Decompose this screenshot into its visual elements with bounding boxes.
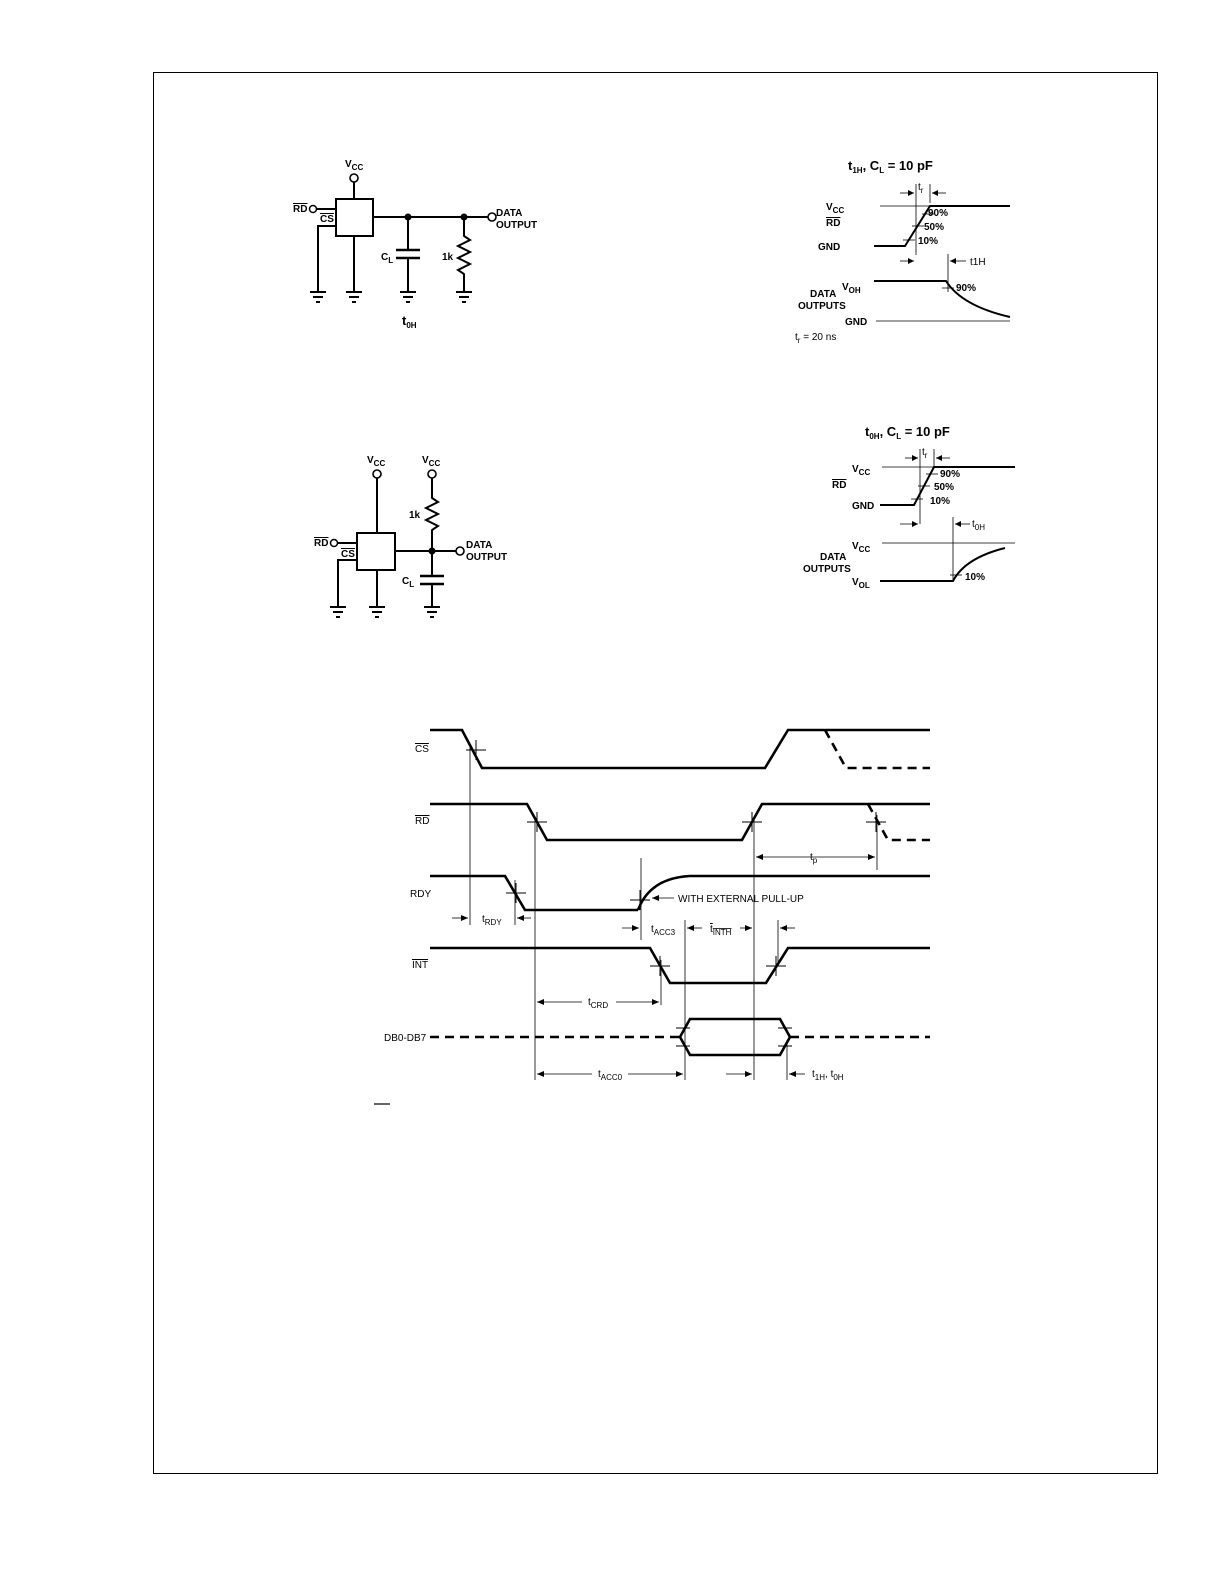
c1-caption: t0H [402, 313, 417, 330]
db-valid-window [678, 1017, 792, 1057]
waveform-t0h: t0H, CL = 10 pF tr VCC RD GND 90% 50% 10… [803, 424, 1015, 590]
w1-vcc-label: VCC [826, 202, 844, 215]
timing-rdy-label: RDY [410, 889, 431, 900]
rd-waveform [430, 802, 930, 842]
w2-data-label: DATA [820, 552, 846, 563]
rdy-waveform [430, 874, 638, 912]
c2-device-box [356, 532, 396, 571]
read-timing-diagram: CS RD RDY INT DB0-DB7 [374, 728, 930, 1105]
w2-title: t0H, CL = 10 pF [865, 424, 950, 441]
w2-tr-label: tr [922, 447, 928, 460]
c2-data-label: DATA [466, 540, 492, 551]
w2-t0h-label: t0H [972, 519, 985, 532]
cs-waveform [430, 728, 930, 770]
w1-outputs-label: OUTPUTS [798, 301, 846, 312]
waveform-t1h: t1H, CL = 10 pF tr VCC RD GND 90% 50% 10… [795, 158, 1011, 345]
w1-note: tr = 20 ns [795, 332, 836, 345]
timing-tp-label: tp [810, 852, 818, 865]
w2-vcc-label: VCC [852, 464, 870, 477]
w1-voh-label: VOH [842, 282, 861, 295]
c1-res-label: 1k [442, 252, 454, 263]
timing-trdy-label: tRDY [482, 914, 502, 927]
c1-output-label: OUTPUT [496, 220, 537, 231]
w2-vcc2-label: VCC [852, 541, 870, 554]
timing-pullup-note: WITH EXTERNAL PULL-UP [678, 894, 804, 905]
w1-gnd-label: GND [818, 242, 840, 253]
timing-tacc3-label: tACC3 [651, 924, 676, 937]
w1-title: t1H, CL = 10 pF [848, 158, 933, 175]
c1-vcc-label: VCC [345, 159, 363, 172]
c1-cl-label: CL [381, 252, 393, 265]
timing-tacc0-label: tACC0 [598, 1069, 623, 1082]
page-frame [153, 72, 1158, 1474]
w1-10-label: 10% [918, 236, 938, 247]
load-circuit-1: VCC RD CS DATA OUTPUT CL 1k t0H [293, 159, 537, 330]
c1-rd-label: RD [293, 204, 307, 215]
c2-vcc-label: VCC [367, 455, 385, 468]
w1-tr-label: tr [918, 182, 924, 195]
timing-rd-label: RD [415, 816, 429, 827]
w2-gnd-label: GND [852, 501, 874, 512]
w1-90-label: 90% [928, 208, 948, 219]
c2-cl-label: CL [402, 576, 414, 589]
load-circuit-2: VCC VCC 1k RD CS DATA OUTPUT CL [314, 455, 507, 618]
timing-int-label: INT [412, 960, 428, 971]
c2-res-label: 1k [409, 510, 421, 521]
timing-db-label: DB0-DB7 [384, 1033, 427, 1044]
w2-outputs-label: OUTPUTS [803, 564, 851, 575]
w2-10b-label: 10% [965, 572, 985, 583]
w1-50-label: 50% [924, 222, 944, 233]
w2-10-label: 10% [930, 496, 950, 507]
int-waveform [430, 946, 930, 985]
w2-90-label: 90% [940, 469, 960, 480]
c1-device-box [335, 198, 374, 237]
w1-t1h-label: t1H [970, 257, 986, 268]
w1-90b-label: 90% [956, 283, 976, 294]
w2-vol-label: VOL [852, 577, 870, 590]
c2-cs-label: CS [341, 549, 355, 560]
w1-gnd2-label: GND [845, 317, 867, 328]
c1-data-label: DATA [496, 208, 522, 219]
c2-output-label: OUTPUT [466, 552, 507, 563]
c2-vcc2-label: VCC [422, 455, 440, 468]
c2-rd-label: RD [314, 538, 328, 549]
w1-rd-label: RD [826, 218, 840, 229]
c1-cs-label: CS [320, 214, 334, 225]
w1-data-label: DATA [810, 289, 836, 300]
timing-cs-label: CS [415, 744, 429, 755]
timing-tinth-label: tINTH [710, 924, 732, 937]
w2-50-label: 50% [934, 482, 954, 493]
w2-rd-label: RD [832, 480, 846, 491]
timing-t1h-t0h-label: t1H, t0H [812, 1069, 844, 1082]
timing-tcrd-label: tCRD [588, 997, 608, 1010]
